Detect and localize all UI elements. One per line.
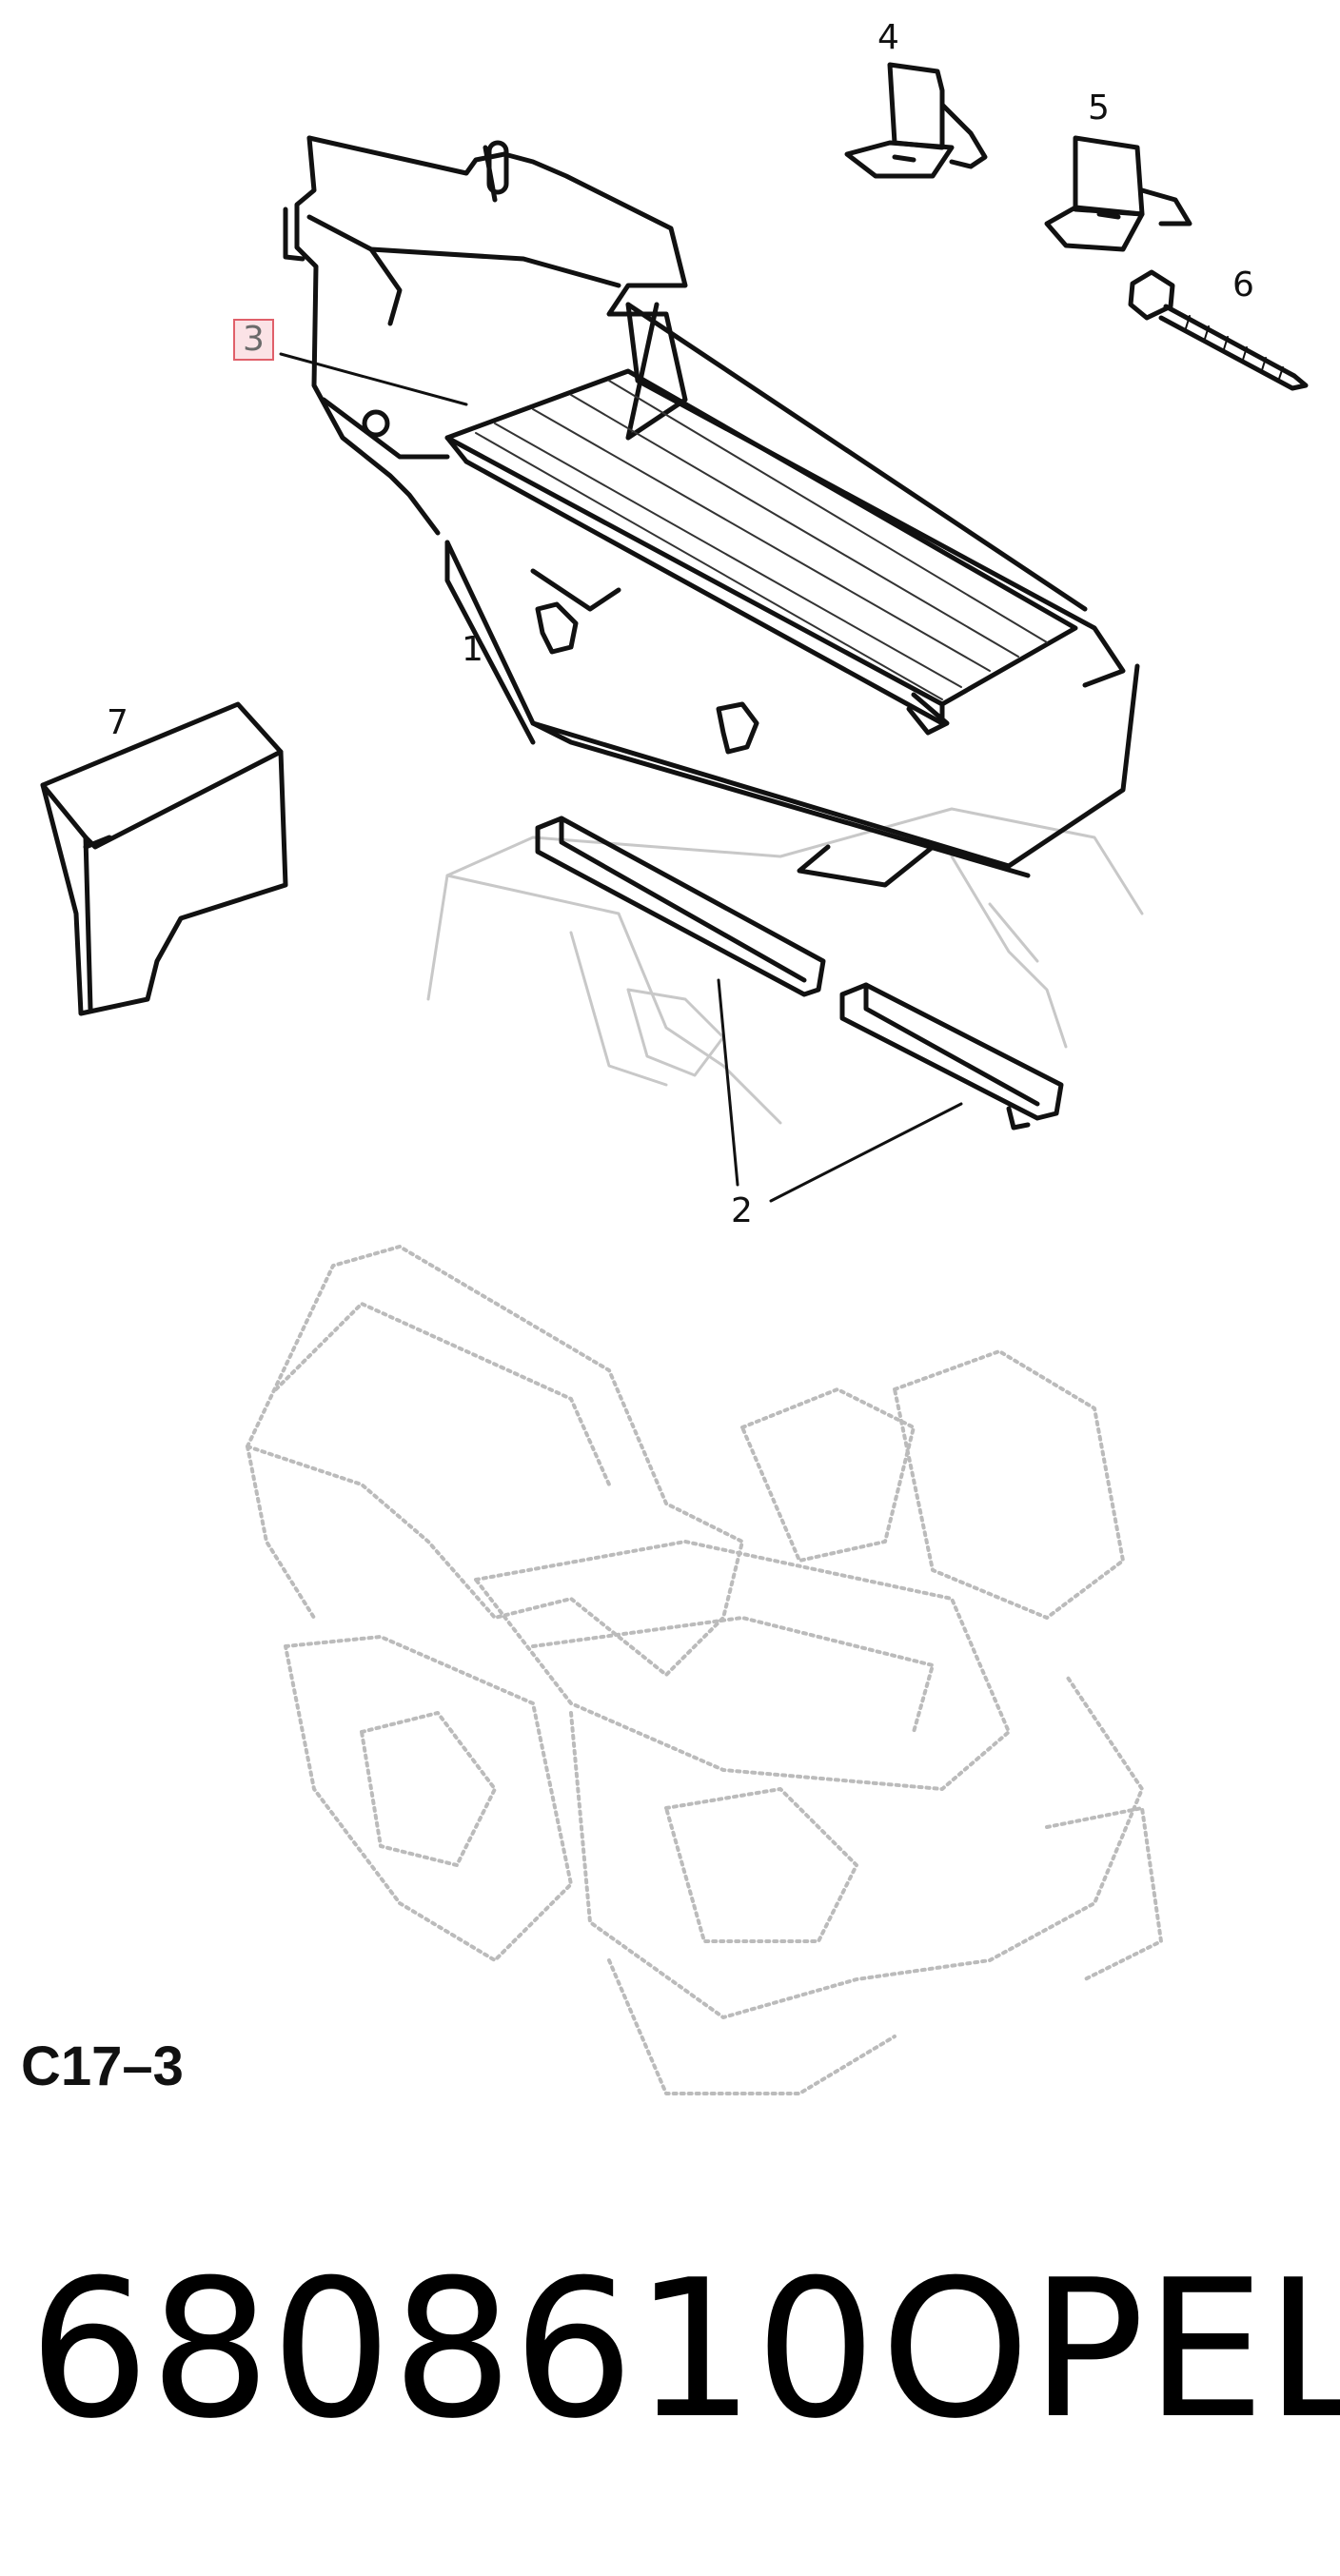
part-4-bracket xyxy=(844,62,988,179)
brand-label: OPEL xyxy=(880,2239,1340,2461)
callout-4: 4 xyxy=(877,18,899,57)
callout-2: 2 xyxy=(731,1191,753,1230)
callout-3-highlighted: 3 xyxy=(233,319,274,361)
part-5-bracket xyxy=(1044,135,1192,252)
part-2-strip-upper xyxy=(535,816,826,997)
hvac-housing-ghost xyxy=(246,1245,1163,2095)
part-7-cover xyxy=(40,701,288,1016)
part-2-strip-lower xyxy=(839,982,1064,1131)
callout-7: 7 xyxy=(107,703,128,742)
part-number: 6808610 xyxy=(29,2239,877,2461)
leader-lines xyxy=(279,352,963,1203)
housing-clips xyxy=(535,601,759,755)
callout-5: 5 xyxy=(1088,88,1110,128)
part-3-filter-element xyxy=(444,368,1078,736)
callout-6: 6 xyxy=(1232,265,1254,305)
part-1-filter-housing xyxy=(283,135,1140,888)
part-6-screw xyxy=(1128,269,1309,391)
callout-1: 1 xyxy=(462,630,483,669)
housing-upper-ghost xyxy=(426,807,1144,1125)
figure-code: C17–3 xyxy=(21,2035,184,2097)
